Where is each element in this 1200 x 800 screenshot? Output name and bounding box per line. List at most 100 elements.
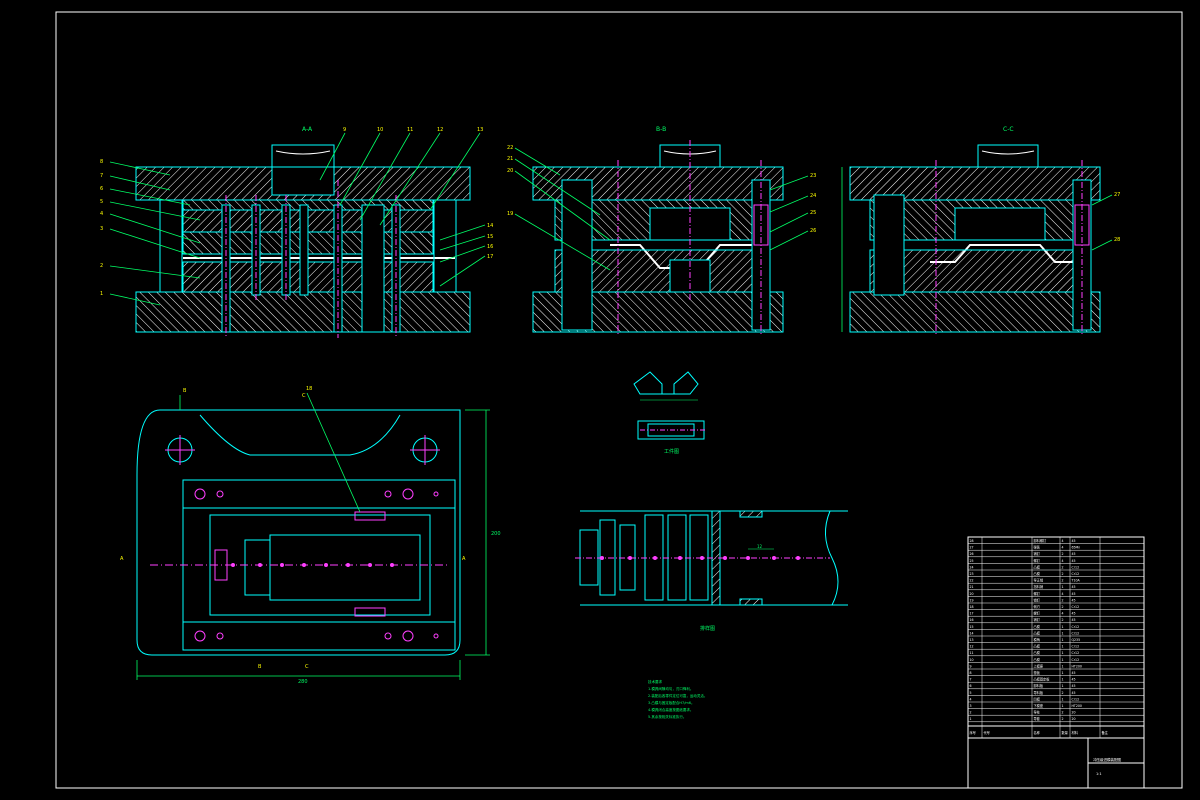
label-bb-21: 21 bbox=[507, 156, 513, 162]
bom-scale: 1:1 bbox=[1096, 772, 1102, 776]
bom-cell: 26 bbox=[970, 552, 974, 556]
bom-cell: 45 bbox=[1072, 592, 1076, 596]
bom-cell: 45 bbox=[1072, 691, 1076, 695]
bom-cell: 1 bbox=[1062, 678, 1064, 682]
bom-cell: 2 bbox=[1062, 605, 1064, 609]
bom-header-cell: 备注 bbox=[1102, 730, 1109, 735]
bom-cell: 1 bbox=[1062, 697, 1064, 701]
bom-cell: 65Mn bbox=[1072, 546, 1081, 550]
label-aa-4: 4 bbox=[100, 211, 103, 217]
plan-leader-label: 18 bbox=[306, 386, 312, 392]
plan-view: B C A A B C 18 280 200 bbox=[120, 386, 501, 685]
drawing-border bbox=[55, 11, 1183, 789]
bom-cell: 垫板 bbox=[1034, 670, 1041, 675]
bom-cell: 1 bbox=[1062, 645, 1064, 649]
notes-line-4: 4.模具闭合高度按图纸要求。 bbox=[648, 707, 693, 712]
bom-title: 冲压级进模装配图 bbox=[1093, 757, 1121, 762]
bom-cell: 7 bbox=[970, 678, 972, 682]
strip-layout: 12 排样图 bbox=[575, 510, 848, 632]
bom-cell: Cr12 bbox=[1072, 631, 1080, 635]
bom-cell: 9 bbox=[970, 664, 972, 668]
bom-cell: 45 bbox=[1072, 559, 1076, 563]
bom-cell: 上模座 bbox=[1034, 663, 1044, 668]
bom-cell: 22 bbox=[970, 579, 974, 583]
bom-cell: 13 bbox=[970, 638, 974, 642]
bom-cell: 3 bbox=[970, 704, 972, 708]
bom-cell: 凹模 bbox=[1034, 696, 1041, 701]
bom-cell: 1 bbox=[1062, 651, 1064, 655]
view-title-cc: C-C bbox=[1003, 126, 1014, 133]
label-aa-3: 3 bbox=[100, 226, 103, 232]
bom-cell: 2 bbox=[1062, 598, 1064, 602]
bom-cell: 凸模 bbox=[1034, 630, 1041, 635]
bom-cell: 16 bbox=[970, 618, 974, 622]
label-aa-11: 11 bbox=[407, 127, 413, 133]
bom-cell: 销钉 bbox=[1034, 597, 1041, 602]
bom-cell: 45 bbox=[1072, 684, 1076, 688]
bom-cell: 20 bbox=[970, 592, 974, 596]
label-aa-9: 9 bbox=[343, 127, 346, 133]
section-mark-c-top: C bbox=[302, 393, 306, 399]
bom-cell: 1 bbox=[1062, 631, 1064, 635]
label-bb-25: 25 bbox=[810, 210, 816, 216]
bom-cell: 12 bbox=[970, 645, 974, 649]
bom-cell: 销钉 bbox=[1034, 617, 1041, 622]
bom-cell: 2 bbox=[970, 711, 972, 715]
bom-cell: Cr12 bbox=[1072, 645, 1080, 649]
bom-cell: 45 bbox=[1072, 552, 1076, 556]
bom-cell: HT200 bbox=[1072, 704, 1082, 708]
bom-cell: 45 bbox=[1072, 598, 1076, 602]
notes-heading: 技术要求 bbox=[648, 679, 662, 684]
bom-cell: 螺钉 bbox=[1034, 611, 1041, 616]
bom-header-cell: 名称 bbox=[1034, 730, 1041, 735]
label-aa-7: 7 bbox=[100, 173, 103, 179]
label-aa-2: 2 bbox=[100, 263, 103, 269]
bom-cell: 导柱 bbox=[1034, 710, 1041, 715]
label-bb-26: 26 bbox=[810, 228, 816, 234]
bom-cell: 2 bbox=[1062, 565, 1064, 569]
bom-cell: 14 bbox=[970, 631, 974, 635]
bom-cell: 45 bbox=[1072, 585, 1076, 589]
bom-cell: 6 bbox=[970, 684, 972, 688]
view-title-aa: A-A bbox=[302, 126, 313, 133]
label-cc-27: 27 bbox=[1114, 192, 1120, 198]
bom-cell: T10A bbox=[1071, 579, 1081, 583]
bom-cell: 1 bbox=[1062, 664, 1064, 668]
bom-cell: 45 bbox=[1072, 671, 1076, 675]
notes-line-3: 3.凸模与固定板配合H7/m6。 bbox=[648, 700, 695, 705]
plan-dim-height: 200 bbox=[491, 531, 501, 537]
bom-header-cell: 材料 bbox=[1072, 730, 1079, 735]
bom-cell: 卸料螺钉 bbox=[1034, 538, 1048, 543]
bom-cell: 4 bbox=[1062, 612, 1064, 616]
bom-cell: Cr12 bbox=[1072, 572, 1080, 576]
bom-cell: Cr12 bbox=[1072, 625, 1080, 629]
bom-cell: 20 bbox=[1072, 717, 1076, 721]
bom-header-cell: 数量 bbox=[1062, 730, 1069, 735]
bom-cell: 15 bbox=[970, 625, 974, 629]
bom-cell: 1 bbox=[1062, 625, 1064, 629]
technical-notes: 技术要求 1.模具间隙均匀，刃口锋利。 2.装配后各零件定位可靠，运动灵活。 3… bbox=[648, 679, 707, 719]
bom-cell: 2 bbox=[1062, 717, 1064, 721]
bom-cell: 凸模 bbox=[1034, 644, 1041, 649]
label-aa-15: 15 bbox=[487, 234, 493, 240]
bom-cell: 19 bbox=[970, 598, 974, 602]
bom-cell: 1 bbox=[1062, 671, 1064, 675]
section-view-aa: A-A bbox=[100, 126, 493, 338]
section-mark-c-bottom: C bbox=[305, 664, 309, 670]
bom-cell: 4 bbox=[1062, 592, 1064, 596]
bom-cell: 1 bbox=[970, 717, 972, 721]
bom-cell: 凸模 bbox=[1034, 650, 1041, 655]
notes-line-5: 5.其余按相关标准执行。 bbox=[648, 714, 686, 719]
bom-cell: Cr12 bbox=[1072, 697, 1080, 701]
bom-cell: 27 bbox=[970, 546, 974, 550]
bom-cell: 螺钉 bbox=[1034, 591, 1041, 596]
bom-cell: HT200 bbox=[1072, 664, 1082, 668]
bom-cell: 45 bbox=[1072, 612, 1076, 616]
bom-cell: 2 bbox=[1062, 711, 1064, 715]
label-cc-28: 28 bbox=[1114, 237, 1120, 243]
notes-line-1: 1.模具间隙均匀，刃口锋利。 bbox=[648, 686, 693, 691]
label-aa-13: 13 bbox=[477, 127, 483, 133]
bom-cell: 10 bbox=[970, 658, 974, 662]
bom-cell: 24 bbox=[970, 565, 974, 569]
bom-cell: 8 bbox=[970, 671, 972, 675]
